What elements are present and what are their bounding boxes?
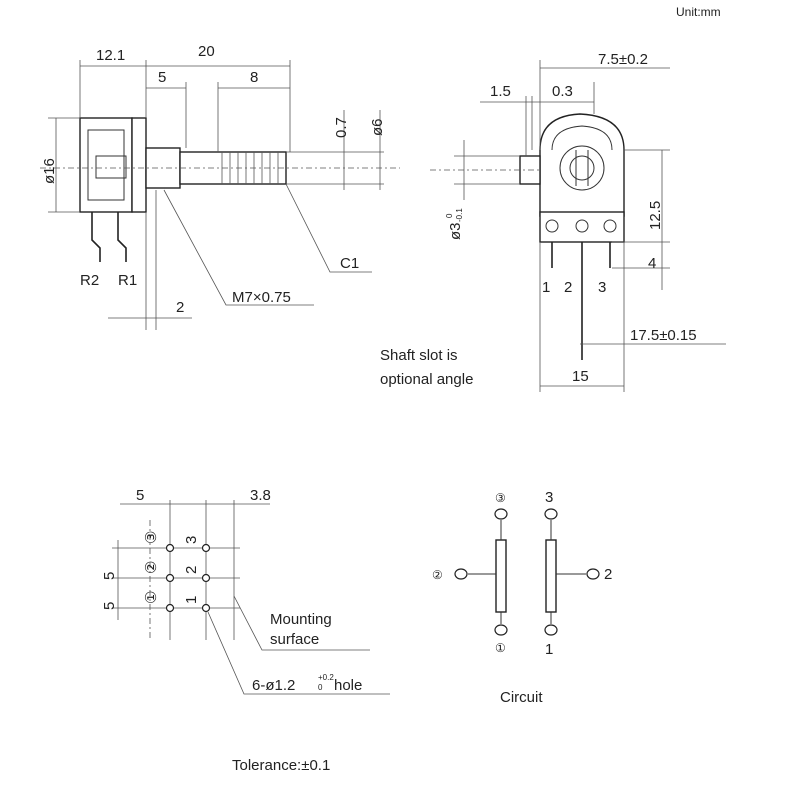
pin-r1 [117, 212, 127, 262]
fp-num-1: 1 [183, 596, 200, 604]
dim-17-5: 17.5±0.15 [630, 327, 697, 344]
terminal-base [539, 211, 625, 243]
fp-circled-1: ① [143, 591, 160, 604]
front-pin1-label: 1 [542, 279, 550, 296]
dim-2: 2 [176, 299, 184, 316]
circuit-circled-3: ③ [495, 491, 506, 505]
front-inner-arc [551, 125, 613, 151]
mount-line2: surface [270, 631, 319, 648]
pcb-footprint: 5 3.8 5 5 ③ ② ① 3 2 1 Mounting surface 6… [101, 487, 390, 695]
dim-15: 15 [572, 368, 589, 385]
fp-num-3: 3 [183, 536, 200, 544]
circuit-circled-1: ① [495, 641, 506, 655]
pin-r2 [91, 212, 101, 262]
dim-12-5: 12.5 [647, 201, 664, 230]
circuit-num-2: 2 [604, 566, 612, 583]
circuit-diagram: ③ ② ① 3 2 1 Circuit [432, 489, 612, 706]
chamfer-leader [285, 183, 372, 273]
resistor-left [495, 539, 507, 613]
housing-body [79, 117, 133, 213]
circuit-num-1: 1 [545, 641, 553, 658]
shaft-note-line2: optional angle [380, 371, 473, 388]
dim-20: 20 [198, 43, 215, 60]
mount-line1: Mounting [270, 611, 332, 628]
dim-0-7: 0.7 [333, 117, 350, 138]
dim-dia16: ø16 [41, 158, 58, 184]
hole-tol-lower: 0 [318, 683, 323, 692]
circuit-circled-2: ② [432, 568, 443, 582]
dim-dia3-tol-lower: -0.1 [455, 208, 464, 222]
label-r1: R1 [118, 272, 137, 289]
hole-tol-upper: +0.2 [318, 673, 334, 682]
circuit-right-bottom-terminal [544, 624, 558, 636]
fp-circled-3: ③ [143, 531, 160, 544]
dim-12-1: 12.1 [96, 47, 125, 64]
fp-dim-5-top: 5 [136, 487, 144, 504]
mount-leader [233, 595, 370, 651]
fp-num-2: 2 [183, 566, 200, 574]
housing-plate [131, 117, 147, 213]
hole-main: 6-ø1.2 [252, 677, 295, 694]
dim-1-5: 1.5 [490, 83, 511, 100]
tolerance-note: Tolerance:±0.1 [232, 757, 330, 774]
hole-leader [207, 611, 390, 695]
shaft-outer-circle [559, 145, 605, 191]
dim-dia3: ø3 [447, 222, 464, 240]
dim-7-5: 7.5±0.2 [598, 51, 648, 68]
dim-0-3: 0.3 [552, 83, 573, 100]
front-view: 1 2 3 7.5±0.2 1.5 0.3 ø3 0 -0.1 12.5 4 1… [380, 51, 726, 392]
fp-dim-5-b: 5 [101, 602, 118, 610]
circuit-title: Circuit [500, 689, 543, 706]
housing-window [95, 155, 127, 179]
circuit-right-top-terminal [544, 508, 558, 520]
front-pin3-label: 3 [598, 279, 606, 296]
fp-dim-5-a: 5 [101, 572, 118, 580]
dim-5: 5 [158, 69, 166, 86]
circuit-num-3: 3 [545, 489, 553, 506]
fp-hole-2a [165, 573, 175, 583]
fp-hole-3b [201, 543, 211, 553]
front-pin2-label: 2 [564, 279, 572, 296]
circuit-right-wiper-terminal [586, 568, 600, 580]
circuit-left-top-terminal [494, 508, 508, 520]
hole-suffix: hole [334, 677, 362, 694]
terminal-hole-1 [545, 219, 559, 233]
front-body [539, 113, 625, 217]
housing-inner [87, 129, 125, 201]
side-view: R2 R1 12.1 20 5 8 0.7 ø6 ø16 [40, 43, 400, 330]
fp-circled-2: ② [143, 561, 160, 574]
fp-hole-1a [165, 603, 175, 613]
shaft-inner-circle [569, 155, 595, 181]
dim-dia6: ø6 [369, 118, 386, 136]
terminal-hole-2 [575, 219, 589, 233]
circuit-left-wiper-terminal [454, 568, 468, 580]
dim-4: 4 [648, 255, 656, 272]
circuit-left-bottom-terminal [494, 624, 508, 636]
unit-label: Unit:mm [676, 5, 721, 19]
shaft-note-line1: Shaft slot is [380, 347, 458, 364]
thread-leader [163, 189, 314, 306]
terminal-hole-3 [603, 219, 617, 233]
fp-hole-1b [201, 603, 211, 613]
resistor-right [545, 539, 557, 613]
dim-8: 8 [250, 69, 258, 86]
thread-spec: M7×0.75 [232, 289, 291, 306]
fp-dim-3-8: 3.8 [250, 487, 271, 504]
label-r2: R2 [80, 272, 99, 289]
fp-hole-3a [165, 543, 175, 553]
fp-hole-2b [201, 573, 211, 583]
dim-dia3-tol-upper: 0 [445, 213, 454, 218]
chamfer-label: C1 [340, 255, 359, 272]
